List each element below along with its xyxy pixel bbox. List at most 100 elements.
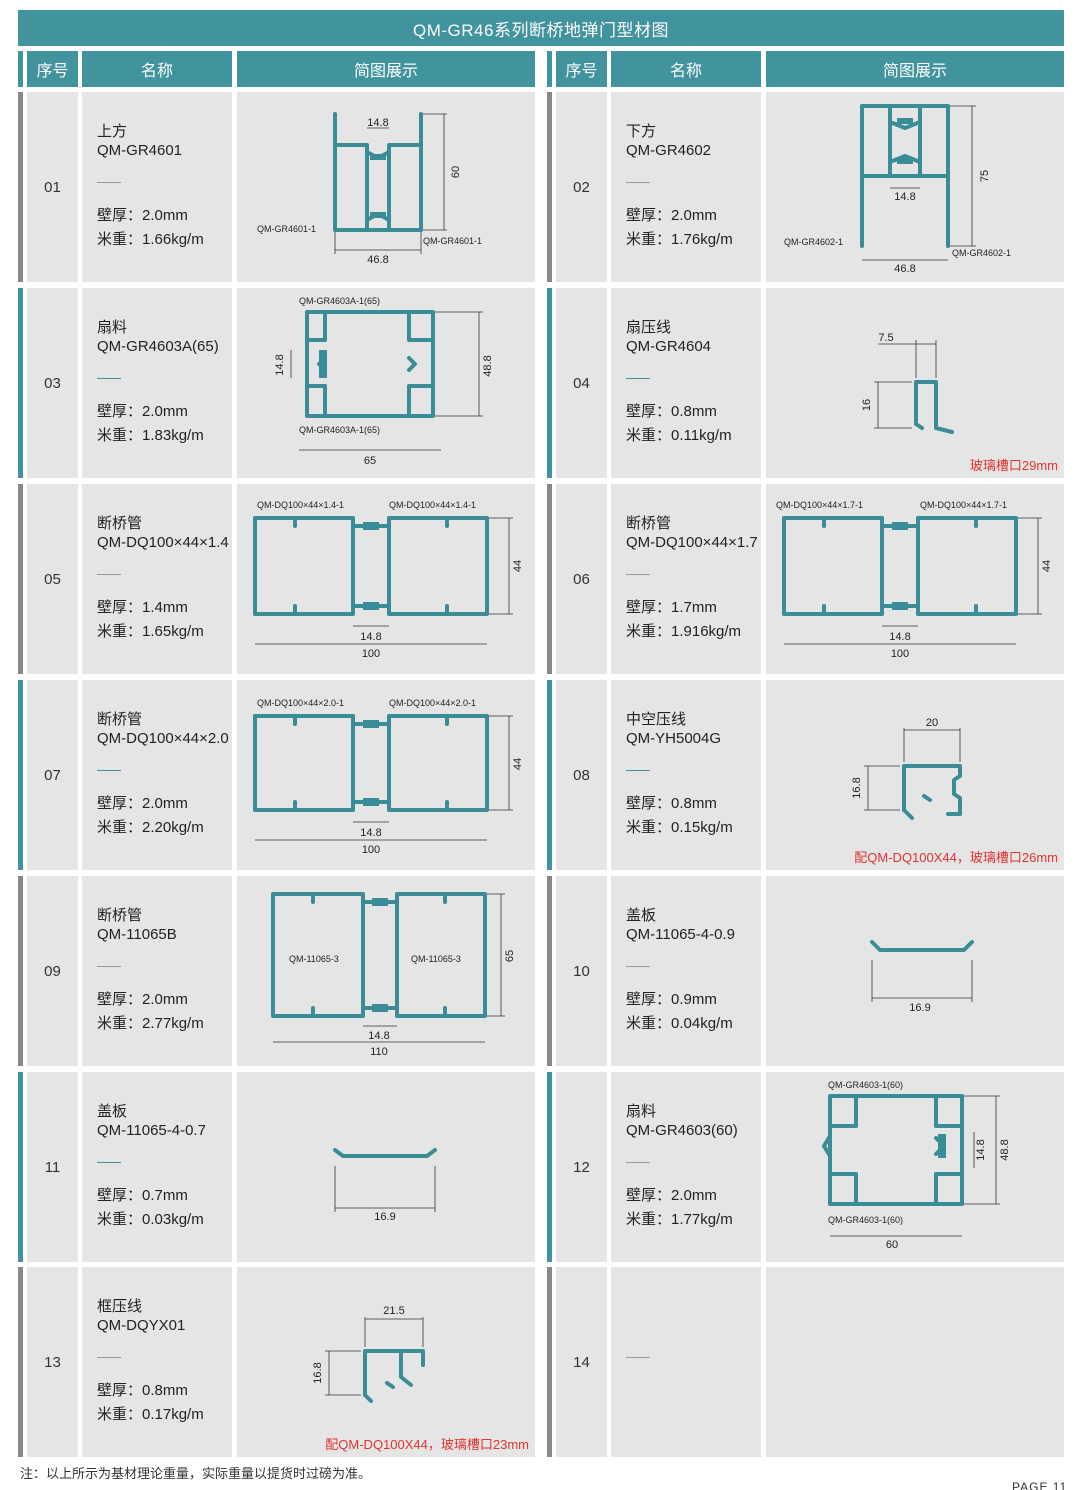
- profile-row-02: 02 下方 QM-GR4602 壁厚：2.0mm 米重：1.76kg/m 14.…: [547, 92, 1064, 282]
- profile-row-14: 14: [547, 1267, 1064, 1457]
- dim-bottom: 16.9: [909, 1002, 930, 1014]
- profile-drawing-11065b: 65 14.8 110 QM-11065-3 QM-11065-3: [271, 892, 516, 1058]
- profile-drawing-dq100-17: 44 14.8 100 QM-DQ100×44×1.7-1 QM-DQ100×4…: [776, 500, 1053, 660]
- profile-diagram: 65 14.8 110 QM-11065-3 QM-11065-3: [237, 876, 535, 1066]
- part-tag-left: QM-DQ100×44×1.7-1: [776, 500, 863, 510]
- unit-weight: 米重：0.17kg/m: [97, 1406, 204, 1423]
- dim-top: 14.8: [367, 117, 388, 129]
- wall-thickness: 壁厚：2.0mm: [97, 991, 188, 1008]
- dim-height: 75: [979, 170, 991, 182]
- profile-diagram: 14.8 48.8 65 QM-GR4603A-1(65) QM-GR4603A…: [237, 288, 535, 478]
- unit-weight: 米重：2.77kg/m: [97, 1015, 204, 1032]
- profile-diagram: 16.9: [766, 876, 1064, 1066]
- dim-mid: 14.8: [889, 631, 910, 643]
- dim-top: 7.5: [878, 332, 893, 344]
- profile-diagram: 44 14.8 100 QM-DQ100×44×1.4-1 QM-DQ100×4…: [237, 484, 535, 674]
- divider: [97, 182, 121, 183]
- row-accent: [18, 484, 23, 674]
- row-name-cell: 下方 QM-GR4602 壁厚：2.0mm 米重：1.76kg/m: [611, 92, 761, 282]
- part-tag-left: QM-DQ100×44×1.4-1: [257, 500, 344, 510]
- profile-name: 盖板: [626, 907, 657, 924]
- wall-thickness: 壁厚：0.8mm: [626, 795, 717, 812]
- unit-weight: 米重：1.66kg/m: [97, 231, 204, 248]
- divider: [97, 378, 121, 379]
- profile-drawing-yh5004g: 20 16.8: [851, 717, 962, 820]
- dim-height: 44: [512, 758, 524, 770]
- part-tag-bottom: QM-GR4603A-1(65): [299, 425, 380, 435]
- row-number: 13: [27, 1267, 78, 1457]
- page-number: PAGE 11: [1012, 1480, 1068, 1490]
- profile-drawing-cover-09: 16.9: [870, 940, 974, 1014]
- row-accent: [547, 876, 552, 1066]
- unit-weight: 米重：0.11kg/m: [626, 427, 732, 444]
- profile-model: QM-GR4602: [626, 142, 712, 159]
- wall-thickness: 壁厚：0.7mm: [97, 1187, 188, 1204]
- row-accent: [547, 92, 552, 282]
- profile-model: QM-DQYX01: [97, 1317, 186, 1334]
- dim-mid: 14.8: [368, 1030, 389, 1042]
- dim-height: 48.8: [482, 355, 494, 376]
- dim-mid: 14.8: [360, 827, 381, 839]
- dim-left: 16.8: [312, 1362, 324, 1383]
- divider: [97, 966, 121, 967]
- profile-name: 断桥管: [97, 711, 143, 728]
- header-no: 序号: [27, 51, 78, 87]
- profile-model: QM-11065-4-0.7: [97, 1122, 206, 1139]
- row-name-cell: 盖板 QM-11065-4-0.9 壁厚：0.9mm 米重：0.04kg/m: [611, 876, 761, 1066]
- profile-diagram: 14.8 60 46.8 QM-GR4601-1 QM-GR4601-1: [237, 92, 535, 282]
- row-number: 01: [27, 92, 78, 282]
- profile-row-01: 01 上方 QM-GR4601 壁厚：2.0mm 米重：1.66kg/m 14.…: [18, 92, 535, 282]
- wall-thickness: 壁厚：0.9mm: [626, 991, 717, 1008]
- dim-bottom: 60: [886, 1239, 898, 1251]
- page-title: QM-GR46系列断桥地弹门型材图: [18, 10, 1064, 46]
- row-number: 10: [556, 876, 607, 1066]
- row-number: 04: [556, 288, 607, 478]
- profile-diagram: [766, 1267, 1064, 1457]
- part-tag-left: QM-GR4602-1: [784, 237, 843, 247]
- dim-left: 14.8: [274, 354, 286, 375]
- wall-thickness: 壁厚：2.0mm: [626, 1187, 717, 1204]
- profile-drawing-4601: 14.8 60 46.8 QM-GR4601-1 QM-GR4601-1: [257, 112, 482, 266]
- divider: [626, 1162, 650, 1163]
- part-tag-top: QM-GR4603-1(60): [828, 1080, 903, 1090]
- dim-bottom: 100: [891, 648, 909, 660]
- profile-note: 玻璃槽口29mm: [969, 458, 1058, 473]
- wall-thickness: 壁厚：2.0mm: [626, 207, 717, 224]
- profile-diagram: 7.5 16 玻璃槽口29mm: [766, 288, 1064, 478]
- row-accent: [18, 680, 23, 870]
- divider: [626, 770, 650, 771]
- row-accent: [547, 1267, 552, 1457]
- dim-left: 16: [861, 399, 873, 411]
- row-name-cell: 扇料 QM-GR4603A(65) 壁厚：2.0mm 米重：1.83kg/m: [82, 288, 232, 478]
- profile-model: QM-DQ100×44×2.0: [97, 730, 229, 747]
- row-number: 07: [27, 680, 78, 870]
- profile-diagram: 14.8 48.8 60 QM-GR4603-1(60) QM-GR4603-1…: [766, 1072, 1064, 1262]
- profile-row-07: 07 断桥管 QM-DQ100×44×2.0 壁厚：2.0mm 米重：2.20k…: [18, 680, 535, 870]
- profile-row-04: 04 扇压线 QM-GR4604 壁厚：0.8mm 米重：0.11kg/m 7.…: [547, 288, 1064, 478]
- unit-weight: 米重：1.76kg/m: [626, 231, 733, 248]
- row-number: 14: [556, 1267, 607, 1457]
- header-diagram: 简图展示: [766, 51, 1064, 87]
- header-name: 名称: [82, 51, 232, 87]
- profile-drawing-cover-07: 16.9: [333, 1148, 437, 1223]
- row-number: 05: [27, 484, 78, 674]
- part-tag-right: QM-DQ100×44×1.4-1: [389, 500, 476, 510]
- divider: [97, 574, 121, 575]
- profile-diagram: 20 16.8 配QM-DQ100X44，玻璃槽口26mm: [766, 680, 1064, 870]
- row-accent: [547, 484, 552, 674]
- part-tag-right: QM-DQ100×44×1.7-1: [920, 500, 1007, 510]
- dim-bottom: 65: [364, 455, 376, 467]
- row-accent: [18, 876, 23, 1066]
- row-accent: [547, 680, 552, 870]
- profile-name: 断桥管: [97, 515, 143, 532]
- profile-row-05: 05 断桥管 QM-DQ100×44×1.4 壁厚：1.4mm 米重：1.65k…: [18, 484, 535, 674]
- header-name: 名称: [611, 51, 761, 87]
- dim-mid: 14.8: [360, 631, 381, 643]
- row-number: 12: [556, 1072, 607, 1262]
- profile-model: QM-YH5004G: [626, 730, 722, 747]
- row-accent: [18, 1072, 23, 1262]
- wall-thickness: 壁厚：2.0mm: [97, 403, 188, 420]
- profile-row-09: 09 断桥管 QM-11065B 壁厚：2.0mm 米重：2.77kg/m 65…: [18, 876, 535, 1066]
- row-name-cell: [611, 1267, 761, 1457]
- dim-mid: 14.8: [894, 191, 915, 203]
